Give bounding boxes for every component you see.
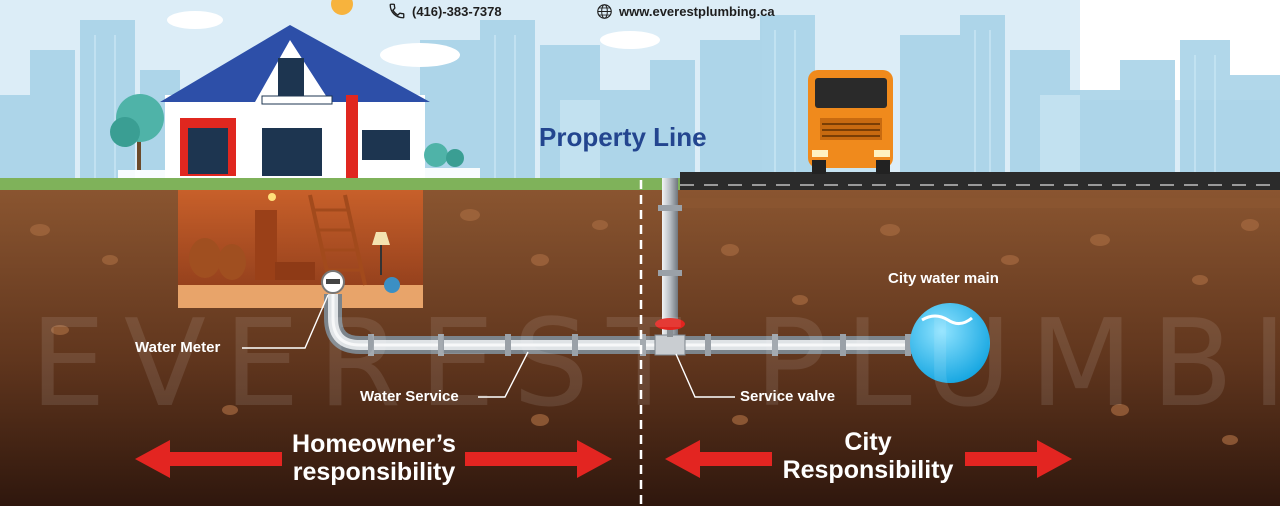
property-line-label: Property Line bbox=[539, 122, 707, 152]
leader-lines bbox=[242, 294, 735, 398]
phone-number[interactable]: (416)-383-7378 bbox=[412, 3, 502, 19]
water-service-label: Water Service bbox=[360, 388, 459, 405]
truck bbox=[808, 70, 893, 174]
water-meter-label: Water Meter bbox=[135, 339, 221, 356]
tree bbox=[110, 94, 464, 170]
phone-icon bbox=[389, 3, 405, 19]
city-water-main-label: City water main bbox=[888, 270, 999, 287]
clouds bbox=[167, 11, 660, 67]
city-responsibility-label: City Responsibility bbox=[768, 428, 968, 484]
soil-stones bbox=[30, 209, 1259, 445]
website-link[interactable]: www.everestplumbing.ca bbox=[619, 4, 775, 19]
service-valve-label: Service valve bbox=[740, 388, 836, 405]
homeowner-line-2: responsibility bbox=[292, 458, 456, 486]
globe-icon bbox=[597, 4, 612, 19]
homeowner-responsibility-label: Homeowner’s responsibility bbox=[264, 430, 484, 486]
basement bbox=[178, 190, 423, 308]
water-service-pipe bbox=[324, 294, 920, 356]
house bbox=[160, 25, 430, 178]
grass bbox=[0, 178, 680, 190]
homeowner-line-1: Homeowner’s bbox=[292, 430, 456, 458]
riser-pipe bbox=[662, 178, 678, 343]
responsibility-arrows bbox=[135, 440, 1072, 478]
sun bbox=[331, 0, 353, 15]
watermark: EVEREST PLUMBING bbox=[30, 295, 1280, 434]
city-line-1: City bbox=[844, 428, 892, 456]
phone-contact: (416)-383-7378 bbox=[388, 2, 502, 20]
water-meter bbox=[321, 270, 345, 294]
website-contact: www.everestplumbing.ca bbox=[596, 3, 775, 20]
city-water-main-symbol bbox=[910, 303, 990, 383]
service-valve-symbol bbox=[654, 318, 686, 356]
city-line-2: Responsibility bbox=[782, 456, 954, 484]
